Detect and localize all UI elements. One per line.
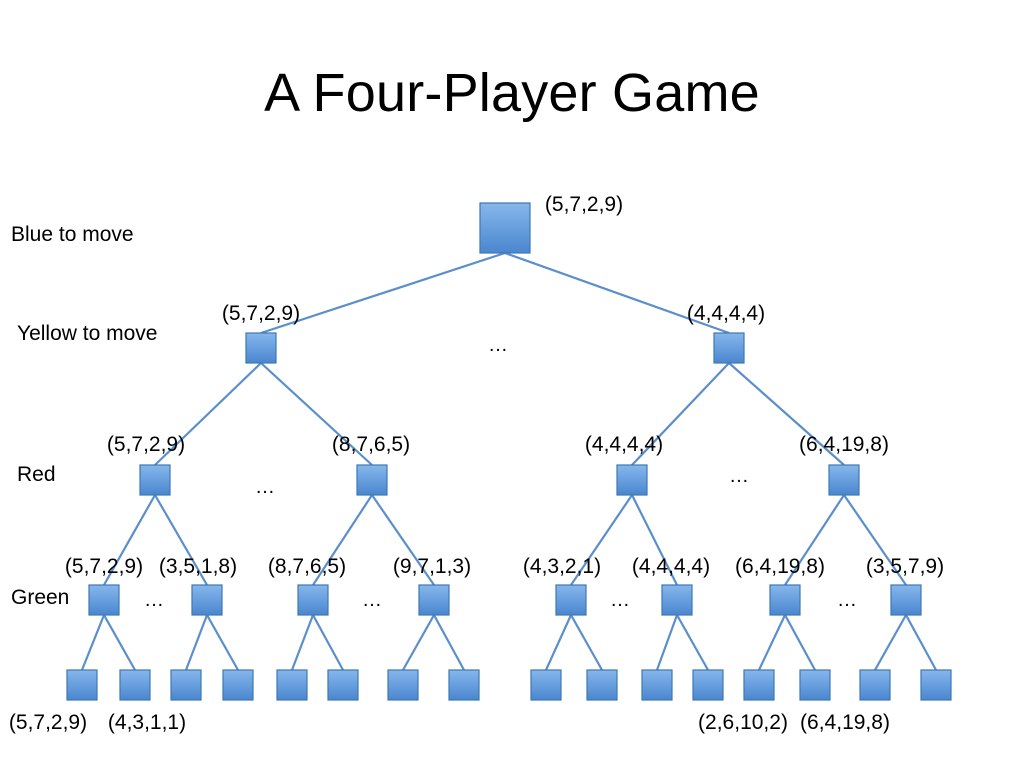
edge-l3-to-leaf-3 [206,614,239,671]
yellow-value-label-0: (5,7,2,9) [222,302,300,325]
green-node-6 [769,584,801,616]
leaf-node-11 [692,669,724,701]
leaf-value-label-0: (5,7,2,9) [9,711,87,734]
slide-title: A Four-Player Game [264,63,760,123]
root-node [479,202,531,254]
leaf-node-14 [859,669,891,701]
edge-l2-to-l3-2 [312,494,373,586]
edge-l3-to-leaf-10 [655,614,679,671]
root-value-label: (5,7,2,9) [545,193,623,216]
green-node-2 [297,584,329,616]
yellow-value-label-1: (4,4,4,4) [687,302,765,325]
leaf-node-4 [276,669,308,701]
edge-l3-to-leaf-15 [905,614,937,671]
edge-l3-to-leaf-14 [874,614,907,671]
tree-edges [80,251,937,671]
red-value-label-3: (6,4,19,8) [799,433,889,456]
green-value-label-3: (9,7,1,3) [393,555,471,578]
row-label-1: Yellow to move [17,322,157,345]
edge-l2-to-l3-7 [843,494,907,586]
yellow-node-0 [245,332,277,364]
ellipsis-2: … [729,465,749,487]
green-value-label-5: (4,4,4,4) [632,555,710,578]
green-value-label-6: (6,4,19,8) [735,555,825,578]
green-value-label-4: (4,3,2,1) [523,555,601,578]
leaf-node-7 [448,669,480,701]
green-node-1 [191,584,223,616]
edge-l3-to-leaf-5 [312,614,344,671]
leaf-node-6 [387,669,419,701]
edge-l2-to-l3-0 [103,494,156,586]
red-value-label-2: (4,4,4,4) [585,433,663,456]
red-value-label-0: (5,7,2,9) [107,433,185,456]
edge-l2-to-l3-6 [784,494,845,586]
leaf-value-label-15: (6,4,19,8) [800,711,890,734]
leaf-node-0 [66,669,98,701]
leaf-node-13 [799,669,831,701]
edge-l3-to-leaf-2 [184,614,209,671]
leaf-value-label-1: (4,3,1,1) [108,711,186,734]
edge-l1-to-l2-0 [154,362,262,466]
edge-l3-to-leaf-0 [80,614,106,671]
edge-l3-to-leaf-1 [103,614,136,671]
edge-l3-to-leaf-7 [433,614,465,671]
red-node-0 [139,464,171,496]
green-node-0 [88,584,120,616]
green-node-3 [418,584,450,616]
red-node-3 [828,464,860,496]
edge-l3-to-leaf-12 [758,614,786,671]
edge-l1-to-l2-2 [631,362,730,466]
ellipsis-6: … [837,589,857,611]
leaf-node-1 [119,669,151,701]
ellipsis-1: … [255,476,275,498]
edge-l3-to-leaf-8 [544,614,573,671]
edge-l2-to-l3-4 [570,494,633,586]
edge-root-to-l1-0 [260,251,506,335]
edge-l2-to-l3-1 [154,494,208,586]
edge-l3-to-leaf-9 [570,614,603,671]
row-label-3: Green [11,586,69,609]
red-node-1 [356,464,388,496]
green-node-4 [555,584,587,616]
leaf-node-3 [222,669,254,701]
edge-l3-to-leaf-13 [784,614,816,671]
leaf-node-12 [743,669,775,701]
ellipsis-4: … [362,589,382,611]
edge-l1-to-l2-1 [260,362,373,466]
leaf-node-8 [530,669,562,701]
leaf-node-15 [920,669,952,701]
edge-l3-to-leaf-11 [676,614,709,671]
ellipsis-3: … [144,589,164,611]
edge-l3-to-leaf-4 [290,614,315,671]
leaf-node-10 [641,669,673,701]
ellipsis-0: … [488,334,508,356]
edge-l1-to-l2-3 [728,362,845,466]
edge-l3-to-leaf-6 [402,614,435,671]
green-value-label-0: (5,7,2,9) [65,555,143,578]
green-node-5 [661,584,693,616]
edge-l2-to-l3-5 [631,494,678,586]
tree-nodes [66,202,952,701]
leaf-node-2 [170,669,202,701]
green-value-label-1: (3,5,1,8) [159,555,237,578]
red-node-2 [616,464,648,496]
green-node-7 [890,584,922,616]
row-label-2: Red [17,463,56,486]
green-value-label-2: (8,7,6,5) [268,555,346,578]
edge-l2-to-l3-3 [371,494,435,586]
row-label-0: Blue to move [11,223,134,246]
red-value-label-1: (8,7,6,5) [332,433,410,456]
green-value-label-7: (3,5,7,9) [866,555,944,578]
yellow-node-1 [713,332,745,364]
edge-root-to-l1-1 [504,251,730,335]
leaf-node-5 [327,669,359,701]
ellipsis-5: … [610,589,630,611]
leaf-value-label-14: (2,6,10,2) [698,711,788,734]
leaf-node-9 [586,669,618,701]
